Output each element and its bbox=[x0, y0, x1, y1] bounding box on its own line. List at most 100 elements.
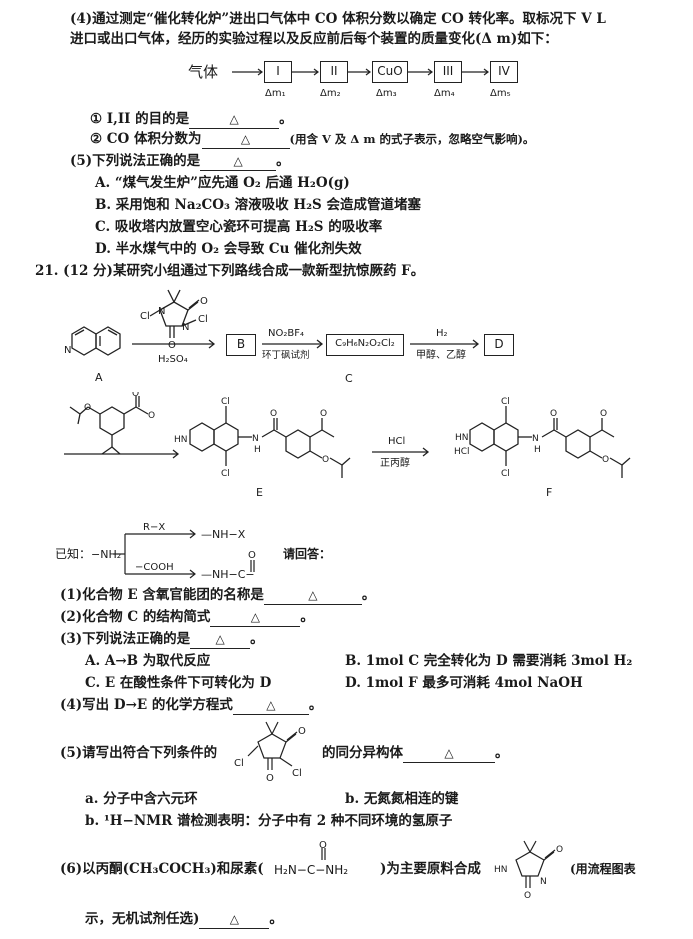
e-o-3: O bbox=[322, 455, 329, 465]
sub5-pre: (5)请写出符合下列条件的 bbox=[60, 745, 218, 761]
f-hcl: HCl bbox=[454, 447, 470, 457]
flow-delta-2: Δm₂ bbox=[320, 88, 341, 99]
known-bottom-reagent: −COOH bbox=[135, 562, 174, 573]
sub6-blank[interactable]: △ bbox=[199, 910, 270, 929]
part4-q1-text: ① I,II 的目的是 bbox=[90, 111, 190, 127]
label-a: A bbox=[95, 371, 103, 384]
flow-delta-5: Δm₅ bbox=[490, 88, 511, 99]
sub3: (3)下列说法正确的是△。 bbox=[60, 630, 264, 649]
f-hn: HN bbox=[455, 433, 469, 443]
label-f: F bbox=[546, 486, 552, 499]
reagent2-top: NO₂BF₄ bbox=[268, 328, 304, 339]
flow-delta-3: Δm₃ bbox=[376, 88, 397, 99]
e-cl-1: Cl bbox=[221, 397, 230, 407]
flow-box-cuo: CuO bbox=[372, 61, 408, 83]
ester-o-3: O bbox=[84, 403, 91, 413]
known-reaction: 已知： −NH₂ R−X —NH−X −COOH —NH−C− O 请回答： bbox=[55, 522, 331, 581]
part4-intro-line1: (4)通过测定“催化转化炉”进出口气体中 CO 体积分数以确定 CO 转化率。取… bbox=[70, 11, 606, 27]
please-answer: 请回答： bbox=[283, 546, 331, 561]
reagent4-top: HCl bbox=[388, 436, 405, 447]
reagent-cl-2: Cl bbox=[198, 314, 208, 325]
sub5-cl-1: Cl bbox=[234, 758, 244, 769]
known-start: −NH₂ bbox=[91, 548, 121, 561]
f-h: H bbox=[534, 445, 541, 455]
sub3-option-a: A. A→B 为取代反应 bbox=[85, 653, 211, 669]
sub2: (2)化合物 C 的结构简式△。 bbox=[60, 608, 314, 627]
reagent3-bottom: 甲醇、乙醇 bbox=[416, 348, 466, 361]
sub5-o-1: O bbox=[298, 726, 306, 737]
f-n: N bbox=[532, 434, 539, 444]
reagent-o-2: O bbox=[168, 340, 176, 351]
part4-q2: ② CO 体积分数为△(用含 V 及 Δ m 的式子表示，忽略空气影响)。 bbox=[90, 130, 534, 149]
sub5-cond-c: b. ¹H−NMR 谱检测表明：分子中有 2 种不同环境的氢原子 bbox=[85, 813, 453, 829]
part5-question: (5)下列说法正确的是△。 bbox=[70, 152, 290, 171]
sub5-post: 的同分异构体△。 bbox=[322, 744, 509, 763]
sub1-blank[interactable]: △ bbox=[263, 586, 362, 605]
reagent-n-1: N bbox=[158, 306, 165, 317]
flow-box-3: III bbox=[434, 61, 462, 83]
e-cl-2: Cl bbox=[221, 469, 230, 479]
scheme-a-n: N bbox=[64, 345, 71, 356]
sub4-blank[interactable]: △ bbox=[232, 696, 309, 715]
scheme-row1: N Cl Cl O O N N H₂SO₄ NO₂BF₄ 环丁砜试剂 H₂ 甲醇… bbox=[64, 289, 480, 384]
reagent4-bottom: 正丙醇 bbox=[380, 456, 410, 469]
reagent-o-1: O bbox=[200, 296, 208, 307]
sub5-blank[interactable]: △ bbox=[403, 744, 495, 763]
part5-option-a: A. “煤气发生炉”应先通 O₂ 后通 H₂O(g) bbox=[95, 175, 350, 191]
sub4: (4)写出 D→E 的化学方程式△。 bbox=[60, 696, 323, 715]
reagent-n-2: N bbox=[182, 322, 189, 333]
e-h: H bbox=[254, 445, 261, 455]
urea-o: O bbox=[319, 840, 327, 851]
reagent3-top: H₂ bbox=[436, 328, 448, 339]
target-nh: N bbox=[540, 877, 547, 887]
sub6-line2: 示，无机试剂任选)△。 bbox=[85, 910, 283, 929]
sub3-option-d: D. 1mol F 最多可消耗 4mol NaOH bbox=[345, 675, 583, 691]
e-n: N bbox=[252, 434, 259, 444]
part4-q2-note: (用含 V 及 Δ m 的式子表示，忽略空气影响)。 bbox=[289, 132, 535, 146]
sub5-o-2: O bbox=[266, 773, 274, 784]
sub6-target-structure: HN N O O bbox=[494, 840, 563, 898]
sub5-structure: Cl Cl O O bbox=[234, 721, 306, 784]
reagent-cl-1: Cl bbox=[140, 311, 150, 322]
part4-q2-blank[interactable]: △ bbox=[201, 130, 290, 149]
sub5-cond-a: a. 分子中含六元环 bbox=[85, 791, 198, 807]
urea-formula: H₂N−C−NH₂ bbox=[274, 863, 348, 877]
target-o-1: O bbox=[556, 845, 563, 855]
flow-box-4: IV bbox=[490, 61, 518, 83]
flow-delta-4: Δm₄ bbox=[434, 88, 455, 99]
scheme-box-d: D bbox=[484, 334, 514, 356]
f-o-2: O bbox=[600, 409, 607, 419]
sub3-blank[interactable]: △ bbox=[190, 630, 251, 649]
scheme-row2: O O O HN Cl Cl N H O O O HCl 正丙醇 HN HCl … bbox=[64, 392, 631, 499]
sub1: (1)化合物 E 含氧官能团的名称是△。 bbox=[60, 586, 376, 605]
part4-q2-text: ② CO 体积分数为 bbox=[90, 131, 202, 147]
urea-structure: O H₂N−C−NH₂ bbox=[274, 840, 348, 877]
sub3-option-b: B. 1mol C 完全转化为 D 需要消耗 3mol H₂ bbox=[345, 653, 633, 669]
target-hn: HN bbox=[494, 865, 508, 875]
flow-diagram: 气体 I II CuO III IV Δm₁ Δm₂ Δm₃ Δm₄ Δm₅ bbox=[0, 55, 693, 105]
sub6-pre: (6)以丙酮(CH₃COCH₃)和尿素( bbox=[60, 861, 264, 877]
reagent2-bottom: 环丁砜试剂 bbox=[262, 349, 310, 361]
sub2-blank[interactable]: △ bbox=[210, 608, 301, 627]
known-bottom-product: —NH−C− bbox=[201, 568, 255, 581]
known-o: O bbox=[248, 550, 256, 561]
flow-delta-1: Δm₁ bbox=[265, 88, 286, 99]
known-label: 已知： bbox=[55, 547, 91, 561]
ester-o-2: O bbox=[132, 392, 139, 399]
q21-title: 21. (12 分)某研究小组通过下列路线合成一款新型抗惊厥药 F。 bbox=[35, 263, 425, 279]
part5-option-c: C. 吸收塔内放置空心瓷环可提高 H₂S 的吸收率 bbox=[95, 219, 383, 235]
e-o-2: O bbox=[320, 409, 327, 419]
ester-o-1: O bbox=[148, 411, 155, 421]
part5-option-b: B. 采用饱和 Na₂CO₃ 溶液吸收 H₂S 会造成管道堵塞 bbox=[95, 197, 421, 213]
part4-q1-blank[interactable]: △ bbox=[189, 110, 280, 129]
flow-box-1: I bbox=[264, 61, 292, 83]
f-o-3: O bbox=[602, 455, 609, 465]
part5-blank[interactable]: △ bbox=[200, 152, 277, 171]
sub6-mid: )为主要原料合成 bbox=[380, 861, 481, 877]
f-o-1: O bbox=[550, 409, 557, 419]
sub3-option-c: C. E 在酸性条件下可转化为 D bbox=[85, 675, 272, 691]
e-hn: HN bbox=[174, 435, 188, 445]
flow-start-label: 气体 bbox=[188, 63, 219, 81]
e-o-1: O bbox=[270, 409, 277, 419]
part4-q1: ① I,II 的目的是△。 bbox=[90, 110, 293, 129]
